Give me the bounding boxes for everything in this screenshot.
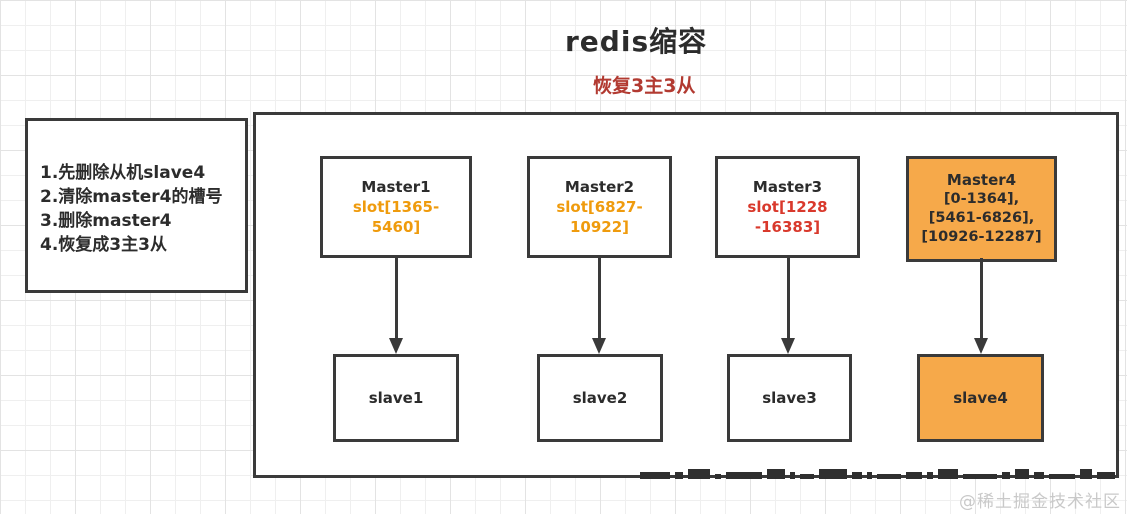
master2-name: Master2 (564, 178, 635, 196)
master3-node: Master3 slot[1228 -16383] (715, 156, 860, 258)
step-line-2: 2.清除master4的槽号 (40, 187, 223, 207)
master4-node: Master4 [0-1364], [5461-6826], [10926-12… (906, 156, 1057, 262)
page-subtitle: 恢复3主3从 (593, 75, 696, 97)
master2-slot-line2: 10922] (569, 218, 630, 236)
arrow-down-icon (592, 338, 606, 354)
master4-slot-line1: [0-1364], (943, 191, 1020, 207)
slave4-name: slave4 (953, 389, 1008, 407)
step-line-1: 1.先删除从机slave4 (40, 163, 206, 183)
master2-node: Master2 slot[6827- 10922] (527, 156, 672, 258)
slave3-node: slave3 (727, 354, 852, 442)
master3-slot-line2: -16383] (754, 218, 821, 236)
step-line-4: 4.恢复成3主3从 (40, 235, 167, 255)
master1-slot-line2: 5460] (371, 218, 421, 236)
arrow-down-icon (389, 338, 403, 354)
slave2-name: slave2 (572, 389, 628, 407)
page-title: redis缩容 (565, 25, 708, 58)
arrow-master1-to-slave1 (389, 258, 403, 354)
step-line-3: 3.删除master4 (40, 211, 172, 231)
arrow-down-icon (974, 338, 988, 354)
master1-node: Master1 slot[1365- 5460] (320, 156, 472, 258)
arrow-shaft (597, 258, 601, 338)
arrow-master2-to-slave2 (592, 258, 606, 354)
arrow-shaft (786, 258, 790, 338)
slave4-node: slave4 (917, 354, 1044, 442)
master4-slot-line2: [5461-6826], (928, 210, 1035, 226)
arrow-shaft (979, 258, 983, 338)
slave3-name: slave3 (762, 389, 817, 407)
slave1-name: slave1 (368, 389, 424, 407)
clipped-glyph-marks (640, 468, 1118, 479)
master4-slot-line3: [10926-12287] (921, 229, 1042, 245)
master3-name: Master3 (752, 178, 823, 196)
arrow-master4-to-slave4 (974, 258, 988, 354)
master1-slot-line1: slot[1365- (352, 198, 440, 216)
arrow-down-icon (781, 338, 795, 354)
slave2-node: slave2 (537, 354, 663, 442)
master3-slot-line1: slot[1228 (747, 198, 828, 216)
slave1-node: slave1 (333, 354, 459, 442)
master4-name: Master4 (946, 171, 1017, 189)
master1-name: Master1 (361, 178, 431, 196)
steps-note-box: 1.先删除从机slave4 2.清除master4的槽号 3.删除master4… (25, 118, 248, 293)
arrow-master3-to-slave3 (781, 258, 795, 354)
arrow-shaft (394, 258, 398, 338)
community-watermark: @稀土掘金技术社区 (959, 492, 1121, 512)
master2-slot-line1: slot[6827- (556, 198, 643, 216)
